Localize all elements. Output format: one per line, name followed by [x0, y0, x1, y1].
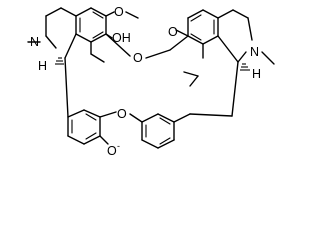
molecule-drawing: N H OH O O O N H O O -	[27, 5, 275, 158]
atom-n-left: N	[30, 35, 39, 49]
left-stereo-hash	[55, 57, 64, 65]
top-bridge	[105, 33, 171, 59]
lower-bridge-bond	[129, 113, 143, 123]
right-methoxy-stub	[183, 71, 199, 77]
right-aromatic-ring	[187, 9, 219, 45]
atom-o-bottom-bridge: O	[117, 107, 127, 121]
right-ch2-link	[231, 61, 239, 117]
right-saturated-ring	[217, 9, 275, 65]
left-ch2-link	[64, 57, 69, 118]
atom-n-right: N	[250, 45, 259, 59]
structure-canvas: N H OH O O O N H O O -	[27, 5, 275, 158]
atom-o-left-methoxy: O	[114, 5, 124, 19]
lower-left-ring	[67, 109, 117, 145]
atom-oh: OH	[112, 31, 131, 45]
atom-h-right: H	[252, 67, 261, 81]
right-stereo-hash	[240, 63, 250, 71]
phenoxide-charge: -	[117, 141, 120, 151]
left-aromatic-ring	[75, 7, 107, 43]
atom-o-phenoxide: O	[107, 144, 117, 158]
left-saturated-ring	[27, 7, 77, 59]
atom-labels: N H OH O O O N H O O -	[30, 5, 261, 158]
right-ring-substituents	[169, 29, 204, 87]
atom-o-top-bridge: O	[133, 51, 143, 65]
left-methoxy	[105, 11, 139, 19]
atom-h-left: H	[38, 59, 47, 73]
atom-o-right-methoxy: O	[168, 25, 178, 39]
left-ring-substituents	[90, 33, 113, 63]
lower-right-phenyl	[141, 113, 233, 149]
